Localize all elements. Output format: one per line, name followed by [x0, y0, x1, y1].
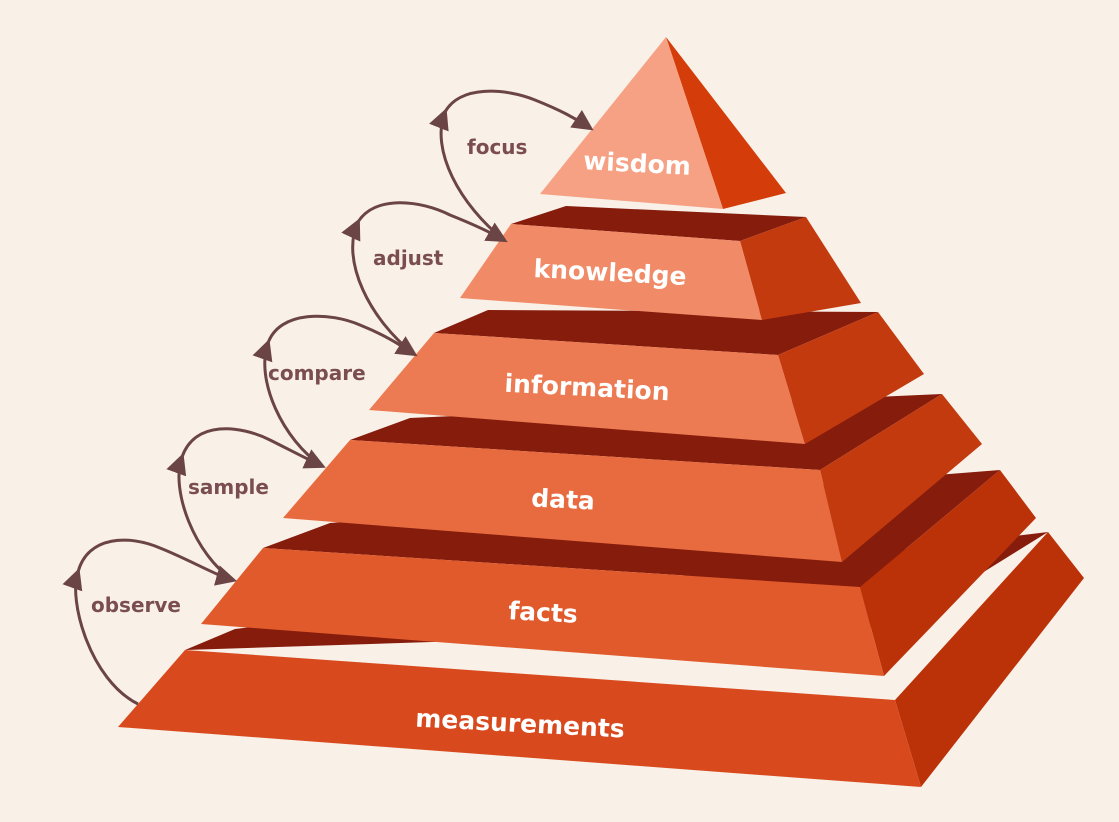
arc-focus-rise [429, 108, 505, 242]
tier-facts-front [201, 548, 884, 676]
tier-measurements-front [118, 650, 921, 787]
arc-observe: observe [62, 538, 238, 706]
tier-knowledge: knowledge [460, 206, 861, 320]
arc-observe-over [76, 538, 238, 586]
tier-data-front [283, 440, 842, 562]
tier-wisdom-label: wisdom [583, 146, 692, 181]
tier-data-label: data [531, 483, 596, 515]
arc-adjust-over [356, 201, 508, 243]
tier-wisdom: wisdom [540, 37, 786, 209]
arc-adjust: adjust [341, 201, 508, 356]
tier-knowledge-top [511, 206, 806, 241]
tier-information-side [778, 312, 924, 444]
arc-compare: compare [252, 314, 418, 468]
tier-facts-side [860, 470, 1036, 676]
step-label-observe: observe [91, 593, 181, 617]
step-label-compare: compare [268, 361, 366, 385]
arc-focus: focus [429, 89, 594, 242]
tier-wisdom-front [540, 37, 723, 209]
arc-adjust-rise [341, 218, 415, 356]
tier-measurements-side [895, 532, 1084, 787]
step-label-sample: sample [188, 475, 269, 499]
arc-observe-rise [62, 568, 139, 706]
tier-information-top [434, 310, 878, 355]
tier-wisdom-side [666, 37, 786, 209]
tier-information-front [369, 333, 805, 444]
arc-focus-over [443, 89, 594, 131]
tier-facts-label: facts [508, 596, 579, 629]
arc-compare-over [266, 314, 418, 357]
tier-information: information [369, 310, 924, 444]
tier-data-side [820, 394, 982, 562]
tier-knowledge-front [460, 224, 762, 320]
arc-compare-rise [252, 339, 323, 468]
step-label-adjust: adjust [373, 246, 444, 270]
arc-sample-over [180, 427, 326, 469]
tier-knowledge-side [740, 217, 861, 320]
arc-sample: sample [166, 427, 326, 582]
arc-sample-rise [166, 453, 234, 582]
step-label-focus: focus [467, 135, 527, 159]
